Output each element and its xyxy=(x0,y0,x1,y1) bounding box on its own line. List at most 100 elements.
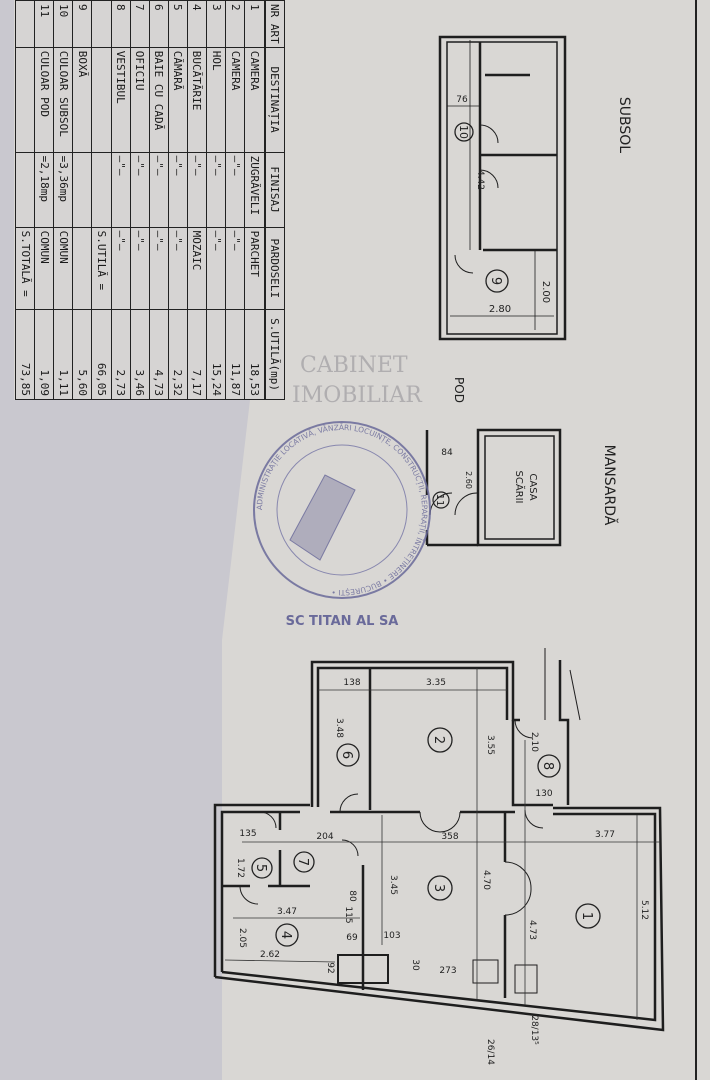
cell-nr: 8 xyxy=(111,0,131,48)
room-number-9: 9 xyxy=(488,277,503,285)
room-number-3: 3 xyxy=(431,884,446,892)
cell-suprafata: 5,60 xyxy=(72,309,92,400)
cell-finisaj: —"— xyxy=(168,152,188,228)
cell-pardoseli: PARCHET xyxy=(244,227,265,310)
stamp-center-text: SC TITAN AL SA xyxy=(286,614,399,629)
cell-pardoseli: MOZAIC xyxy=(187,227,207,310)
room-number-1: 1 xyxy=(579,912,594,920)
dim-subsol-76: 76 xyxy=(456,95,468,105)
room-number-10: 10 xyxy=(457,125,470,139)
dim-label: 2.62 xyxy=(260,950,280,960)
dim-label: 26/14 xyxy=(485,1039,495,1065)
cell-pardoseli: —"— xyxy=(130,227,150,310)
cell-finisaj: —"— xyxy=(111,152,131,228)
dim-label: 204 xyxy=(316,832,333,842)
room-markers xyxy=(251,727,601,947)
mansarda-title: MANSARDĂ xyxy=(601,445,619,526)
cell-destinatia: BOXĂ xyxy=(72,47,92,153)
room-number-2: 2 xyxy=(431,736,446,744)
pod-label: POD xyxy=(452,377,466,403)
cell-suprafata: 11,87 xyxy=(225,309,245,400)
cell-suprafata: 2,73 xyxy=(111,309,131,400)
cell-suprafata: 4,73 xyxy=(149,309,169,400)
header-finisaj: FINISAJ xyxy=(264,152,285,228)
dim-label: 28/13⁵ xyxy=(529,1015,539,1045)
dim-subsol-depth: 2.00 xyxy=(540,281,551,303)
dimension-labels: 138 3.35 3.48 3.55 2.10 130 135 204 358 … xyxy=(235,678,649,1065)
total-label: S.TOTALĂ = xyxy=(15,227,35,310)
subsol-title: SUBSOL xyxy=(616,97,632,153)
cell-finisaj: —"— xyxy=(206,152,226,228)
room-number-5: 5 xyxy=(253,864,268,872)
cell-suprafata: 3,46 xyxy=(130,309,150,400)
room-number-4: 4 xyxy=(278,931,293,939)
dim-label: 103 xyxy=(383,931,400,941)
cell-destinatia: CAMERA xyxy=(225,47,245,153)
cell-destinatia: OFICIU xyxy=(130,47,150,153)
cell-finisaj xyxy=(72,152,92,228)
dim-label: 30 xyxy=(410,959,420,971)
dim-label: 2.10 xyxy=(529,732,539,752)
cell-destinatia: BAIE CU CADĂ xyxy=(149,47,169,153)
dim-pod-84: 84 xyxy=(441,448,453,458)
cell-destinatia: HOL xyxy=(206,47,226,153)
dim-label: 3.47 xyxy=(277,907,297,917)
dim-label: 3.55 xyxy=(485,735,495,755)
dim-label: 92 xyxy=(325,962,335,973)
cell-pardoseli: COMUN xyxy=(34,227,54,310)
cell-pardoseli xyxy=(72,227,92,310)
casa-scarii-label-2: SCĂRII xyxy=(513,470,526,503)
cell-nr: 1 xyxy=(244,0,265,48)
cell-pardoseli: COMUN xyxy=(53,227,73,310)
room-marker-11 xyxy=(432,491,450,509)
header-destinatia: DESTINAȚIA xyxy=(264,47,285,153)
dim-label: 4.70 xyxy=(481,870,491,890)
room-schedule-table: NR ART DESTINAȚIA FINISAJ PARDOSELI S.UT… xyxy=(15,0,285,400)
cell-suprafata: 15,24 xyxy=(206,309,226,400)
room-number-8: 8 xyxy=(540,762,555,770)
cell-destinatia: CULOAR POD xyxy=(34,47,54,153)
cell-destinatia: CĂMARĂ xyxy=(168,47,188,153)
total-row: S.TOTALĂ = 73,85 xyxy=(15,0,35,400)
dim-label: 69 xyxy=(346,933,358,943)
cell-nr: 3 xyxy=(206,0,226,48)
dim-label: 4.73 xyxy=(527,920,537,940)
table-header: NR ART DESTINAȚIA FINISAJ PARDOSELI S.UT… xyxy=(264,0,285,400)
dim-label: 3.77 xyxy=(595,830,615,840)
cell-destinatia: CULOAR SUBSOL xyxy=(53,47,73,153)
dim-label: 115 xyxy=(343,906,353,923)
watermark-line1: CABINET xyxy=(300,353,408,378)
subsol-plan xyxy=(438,35,567,341)
dim-label: 1.72 xyxy=(235,858,245,878)
dim-label: 130 xyxy=(535,789,552,799)
cell-nr: 11 xyxy=(34,0,54,48)
dim-label: 3.45 xyxy=(388,875,398,895)
cell-finisaj: —"— xyxy=(130,152,150,228)
dim-label: 3.35 xyxy=(426,678,446,688)
dim-label: 135 xyxy=(239,829,256,839)
cell-pardoseli: —"— xyxy=(225,227,245,310)
room-numbers: 1 2 3 4 5 6 7 8 xyxy=(253,736,594,939)
cell-nr: 7 xyxy=(130,0,150,48)
cell-suprafata: 2,32 xyxy=(168,309,188,400)
cell-finisaj: —"— xyxy=(225,152,245,228)
dim-label: 273 xyxy=(439,966,456,976)
cell-suprafata: 18,53 xyxy=(244,309,265,400)
subtotal-label: S.UTILĂ = xyxy=(91,227,112,310)
cell-nr: 9 xyxy=(72,0,92,48)
dim-label: 2.05 xyxy=(237,928,247,948)
cell-pardoseli: —"— xyxy=(206,227,226,310)
header-suprafata: S.UTILĂ(mp) xyxy=(264,309,285,400)
subtotal-row: S.UTILĂ = 66,05 xyxy=(91,0,112,400)
cell-suprafata: 1,11 xyxy=(53,309,73,400)
cell-suprafata: 1,09 xyxy=(34,309,54,400)
casa-scarii-label-1: CASA xyxy=(527,473,538,500)
room-number-11: 11 xyxy=(434,494,445,507)
cell-nr: 10 xyxy=(53,0,73,48)
